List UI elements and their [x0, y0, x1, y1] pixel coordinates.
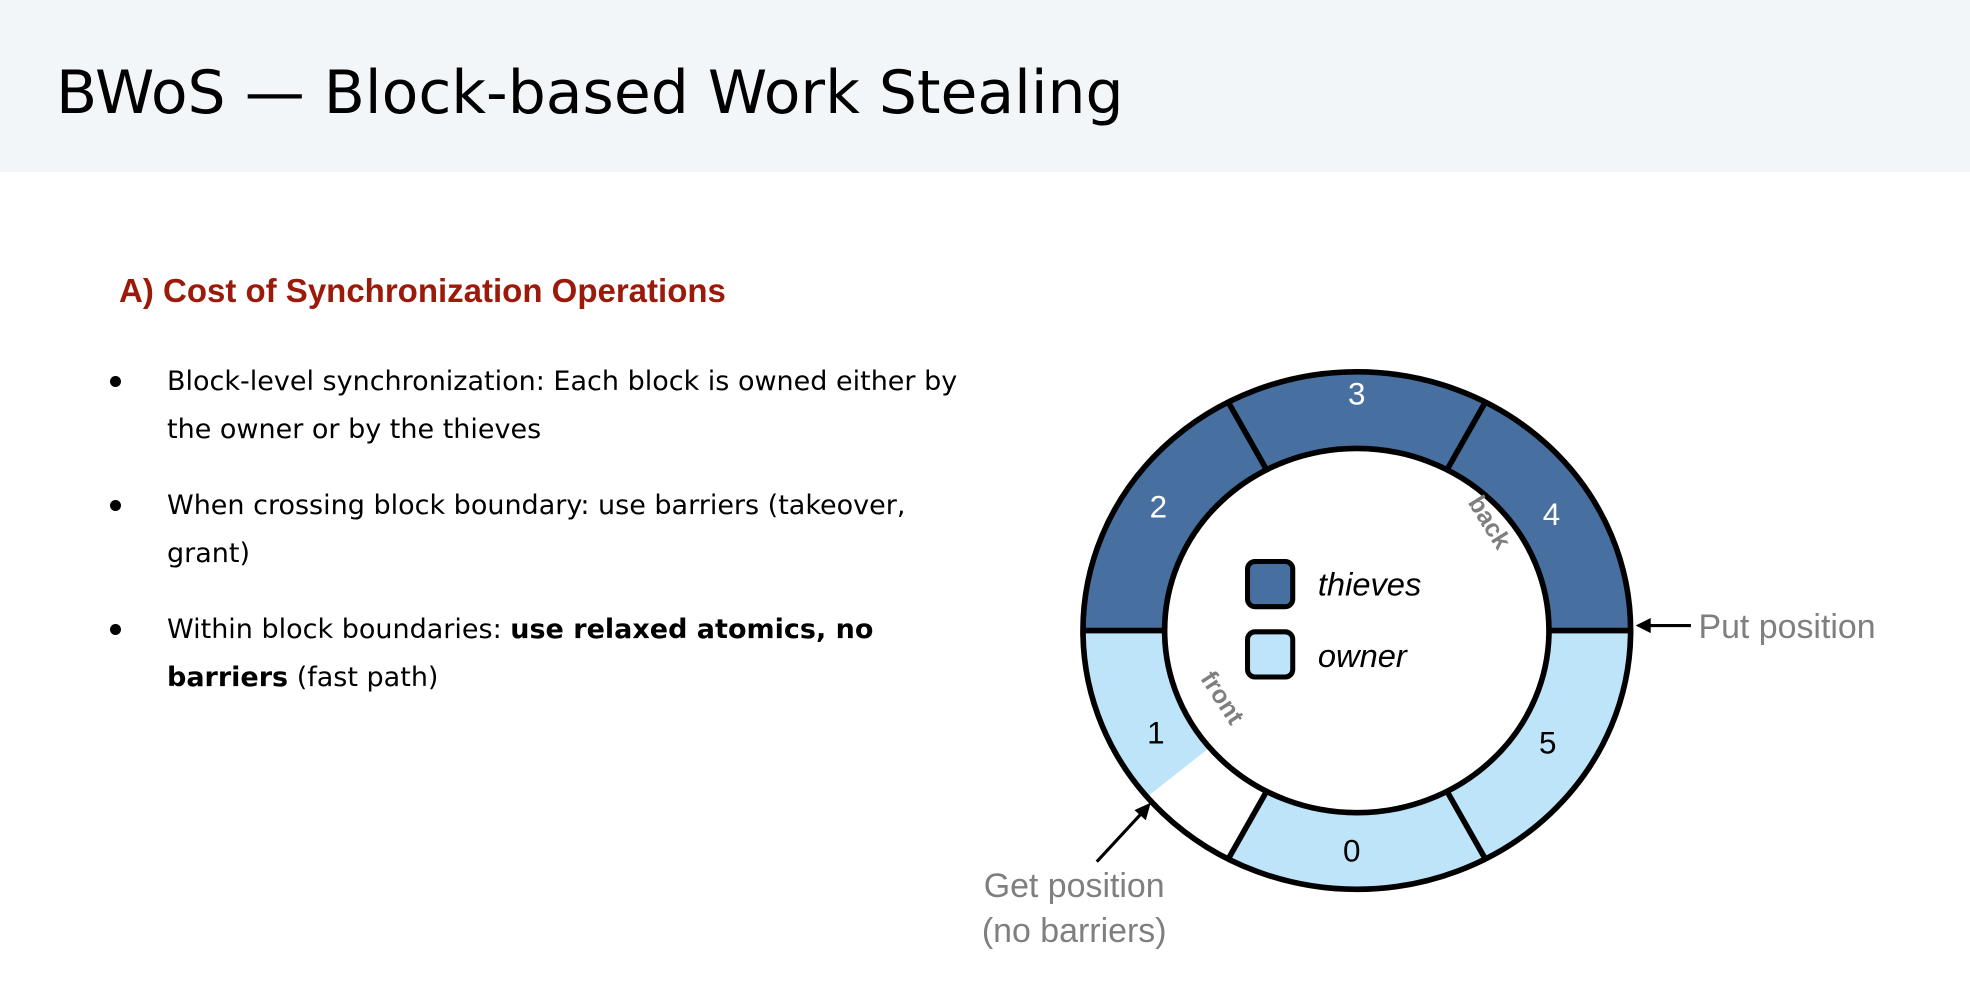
- bullet-icon: [110, 376, 121, 387]
- legend-owner-label: owner: [1318, 637, 1408, 674]
- front-marker: front: [1195, 666, 1250, 730]
- segment-0: [1228, 791, 1486, 890]
- get-position-note: (no barriers): [982, 912, 1167, 950]
- bullet-item: Block-level synchronization: Each block …: [110, 358, 960, 454]
- slide-title: BWoS — Block-based Work Stealing: [56, 58, 1124, 128]
- segment-label-5: 5: [1539, 726, 1556, 761]
- segment-divider: [1225, 789, 1270, 861]
- segment-label-0: 0: [1343, 834, 1360, 869]
- put-position-arrow-icon: [1635, 617, 1691, 634]
- segment-divider: [1444, 789, 1488, 861]
- segment-divider: [1225, 400, 1270, 472]
- bullet-list: Block-level synchronization: Each block …: [110, 358, 960, 730]
- bullet-icon: [110, 624, 121, 635]
- legend-thieves-swatch: [1245, 558, 1296, 610]
- segment-3: [1228, 371, 1486, 470]
- ring-segments: [1080, 368, 1634, 893]
- section-heading: A) Cost of Synchronization Operations: [119, 272, 726, 309]
- put-position-label: Put position: [1698, 608, 1875, 646]
- bullet-icon: [110, 500, 121, 511]
- get-position-label: Get position: [984, 867, 1165, 905]
- title-bar: [0, 0, 1970, 172]
- bullet-item: Within block boundaries: use relaxed ato…: [110, 606, 960, 702]
- segment-label-2: 2: [1150, 490, 1167, 525]
- segment-1: [1082, 630, 1210, 797]
- segment-label-1: 1: [1147, 716, 1164, 751]
- get-position-arrow-icon: [1095, 802, 1151, 863]
- legend-thieves-label: thieves: [1318, 565, 1421, 602]
- segment-label-3: 3: [1348, 376, 1365, 411]
- segment-divider: [1444, 400, 1488, 472]
- bullet-item: When crossing block boundary: use barrie…: [110, 482, 960, 578]
- segment-label-4: 4: [1543, 497, 1560, 532]
- segment-4: [1447, 402, 1631, 631]
- segment-2: [1082, 402, 1267, 631]
- segment-5: [1447, 630, 1631, 860]
- legend-owner-swatch: [1245, 629, 1296, 680]
